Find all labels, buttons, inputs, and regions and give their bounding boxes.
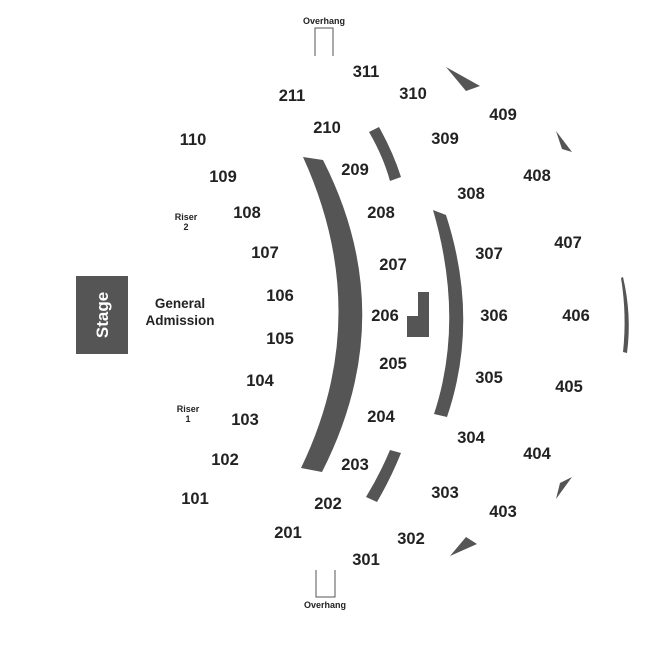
general-admission-line-1: General [155, 296, 205, 311]
section-207[interactable]: 207 [379, 256, 407, 274]
section-104[interactable]: 104 [246, 372, 274, 390]
section-101[interactable]: 101 [181, 490, 209, 508]
section-301[interactable]: 301 [352, 551, 380, 569]
section-408[interactable]: 408 [523, 167, 551, 185]
riser-2-number: 2 [183, 222, 188, 232]
section-109[interactable]: 109 [209, 168, 237, 186]
section-209[interactable]: 209 [341, 161, 369, 179]
riser-2-label: Riser [175, 212, 198, 222]
upper-wall-209 [369, 127, 401, 181]
wedge-403 [450, 537, 477, 556]
section-204[interactable]: 204 [367, 408, 395, 426]
stage-label: Stage [93, 292, 112, 338]
riser-1-number: 1 [185, 414, 190, 424]
riser-1-label: Riser [177, 404, 200, 414]
section-409[interactable]: 409 [489, 106, 517, 124]
section-105[interactable]: 105 [266, 330, 294, 348]
section-103[interactable]: 103 [231, 411, 259, 429]
general-admission-line-2: Admission [145, 313, 214, 328]
overhang-top: Overhang [303, 16, 345, 56]
overhang-bottom-box [315, 570, 336, 598]
section-309[interactable]: 309 [431, 130, 459, 148]
overhang-top-label: Overhang [303, 16, 345, 26]
main-curved-wall [301, 157, 363, 472]
section-208[interactable]: 208 [367, 204, 395, 222]
general-admission[interactable]: General Admission [145, 296, 214, 328]
wall-406 [621, 277, 629, 353]
wedge-404 [556, 477, 572, 499]
section-201[interactable]: 201 [274, 524, 302, 542]
section-206[interactable]: 206 [371, 307, 399, 325]
section-107[interactable]: 107 [251, 244, 279, 262]
overhang-top-box [314, 27, 334, 56]
overhang-bottom-label: Overhang [304, 600, 346, 610]
wedge-409 [446, 67, 480, 91]
section-308[interactable]: 308 [457, 185, 485, 203]
section-306[interactable]: 306 [480, 307, 508, 325]
sections-400-level: 409 408 407 406 405 404 403 [489, 106, 590, 521]
section-102[interactable]: 102 [211, 451, 239, 469]
sections-200-level: 211 210 209 208 207 206 205 204 203 202 … [274, 87, 407, 542]
section-407[interactable]: 407 [554, 234, 582, 252]
section-106[interactable]: 106 [266, 287, 294, 305]
lower-wall-203 [366, 450, 401, 502]
wedge-408 [556, 131, 572, 152]
section-405[interactable]: 405 [555, 378, 583, 396]
mix-position [407, 292, 429, 337]
section-205[interactable]: 205 [379, 355, 407, 373]
section-210[interactable]: 210 [313, 119, 341, 137]
sections-100-level: 110 109 108 107 106 105 104 103 102 101 [180, 131, 294, 508]
section-310[interactable]: 310 [399, 85, 427, 103]
section-108[interactable]: 108 [233, 204, 261, 222]
section-302[interactable]: 302 [397, 530, 425, 548]
section-406[interactable]: 406 [562, 307, 590, 325]
inner-curved-wall [433, 210, 464, 417]
section-211[interactable]: 211 [279, 87, 306, 105]
section-304[interactable]: 304 [457, 429, 485, 447]
riser-2[interactable]: Riser 2 [175, 212, 198, 232]
stage-block [76, 276, 128, 354]
riser-1[interactable]: Riser 1 [177, 404, 200, 424]
section-307[interactable]: 307 [475, 245, 503, 263]
stage[interactable]: Stage [76, 276, 128, 354]
section-403[interactable]: 403 [489, 503, 517, 521]
section-110[interactable]: 110 [180, 131, 207, 149]
overhang-bottom: Overhang [304, 570, 346, 610]
section-305[interactable]: 305 [475, 369, 503, 387]
sections-300-level: 311 310 309 308 307 306 305 304 303 302 … [352, 63, 508, 569]
section-202[interactable]: 202 [314, 495, 342, 513]
section-311[interactable]: 311 [353, 63, 380, 81]
section-203[interactable]: 203 [341, 456, 369, 474]
section-303[interactable]: 303 [431, 484, 459, 502]
section-404[interactable]: 404 [523, 445, 551, 463]
